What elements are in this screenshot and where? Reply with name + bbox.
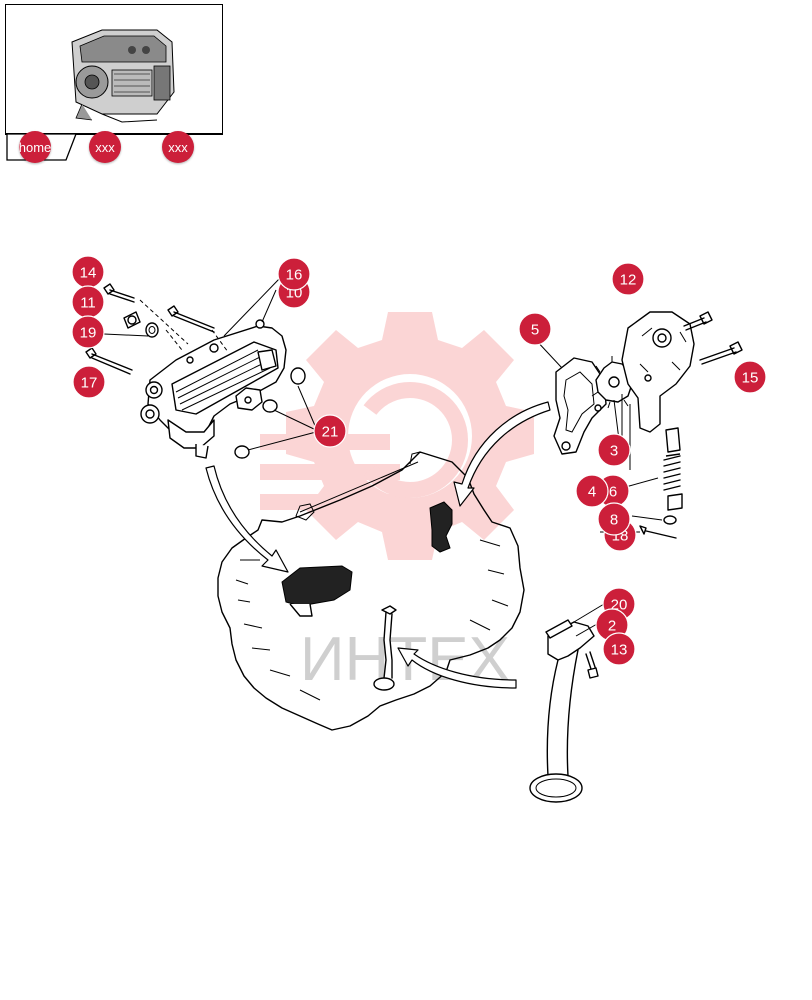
thumbnail-frame xyxy=(5,4,223,133)
callout-21[interactable]: 21 xyxy=(313,414,347,448)
cooler-bolts xyxy=(85,283,306,459)
callout-13[interactable]: 13 xyxy=(602,632,636,666)
callout-5[interactable]: 5 xyxy=(518,312,552,346)
oil-cooler-assembly xyxy=(140,319,287,459)
callout-3[interactable]: 3 xyxy=(597,433,631,467)
callout-8[interactable]: 8 xyxy=(597,502,631,536)
oil-pickup-tube xyxy=(529,619,599,803)
callout-17[interactable]: 17 xyxy=(72,365,106,399)
callout-11[interactable]: 11 xyxy=(71,285,105,319)
home-button[interactable]: home xyxy=(19,131,51,163)
home-button-label: home xyxy=(18,139,52,155)
assembly-arrows xyxy=(205,401,551,689)
engine-thumbnail-image[interactable] xyxy=(0,0,230,170)
breadcrumb-button-2[interactable]: xxx xyxy=(162,131,194,163)
oil-pump-assembly xyxy=(553,311,743,539)
callout-15[interactable]: 15 xyxy=(733,360,767,394)
breadcrumb-label-2: xxx xyxy=(168,139,188,155)
callout-4[interactable]: 4 xyxy=(575,474,609,508)
callout-12[interactable]: 12 xyxy=(611,262,645,296)
callout-19[interactable]: 19 xyxy=(71,315,105,349)
watermark-gear-logo xyxy=(260,312,534,560)
breadcrumb-button-1[interactable]: xxx xyxy=(89,131,121,163)
breadcrumb-label-1: xxx xyxy=(95,139,115,155)
engine-block-illustration xyxy=(217,451,525,731)
callout-16[interactable]: 16 xyxy=(277,257,311,291)
callout-14[interactable]: 14 xyxy=(71,255,105,289)
